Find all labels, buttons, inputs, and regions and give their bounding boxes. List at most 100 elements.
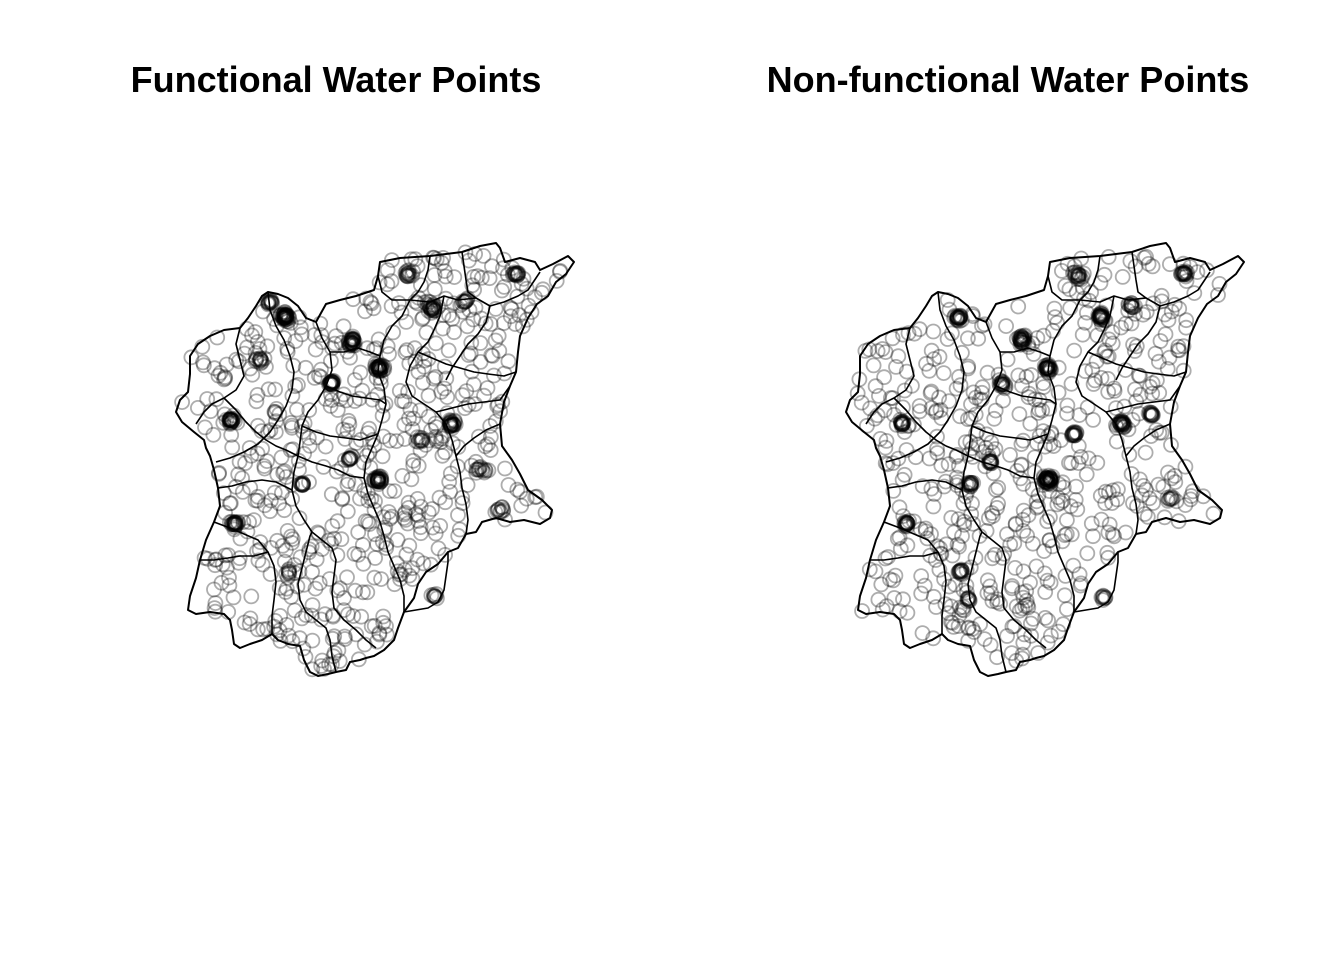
water-point-marker (424, 501, 440, 517)
water-point-marker (495, 260, 511, 277)
water-point-marker (1050, 359, 1067, 376)
water-point-marker (876, 369, 893, 386)
water-point-marker (291, 309, 308, 326)
water-point-marker (943, 325, 960, 342)
water-point-marker (1112, 415, 1128, 432)
water-point-marker (1139, 508, 1156, 525)
water-point-marker (332, 391, 349, 408)
water-point-marker (389, 532, 406, 548)
water-point-marker (479, 380, 496, 396)
water-point-marker (489, 398, 506, 415)
water-point-marker (207, 595, 224, 611)
water-point-marker (528, 488, 545, 505)
water-point-marker (434, 320, 451, 337)
water-point-marker (368, 340, 385, 357)
water-point-marker (874, 601, 891, 618)
water-point-marker (1127, 298, 1143, 315)
water-point-marker (248, 351, 265, 368)
water-point-marker (1092, 309, 1109, 326)
water-point-marker (484, 347, 501, 364)
water-point-marker (1091, 308, 1108, 325)
water-point-marker (1025, 346, 1042, 362)
water-point-marker (366, 437, 383, 454)
water-point-marker (344, 331, 361, 348)
water-point-marker (444, 435, 461, 452)
water-point-marker (1178, 266, 1195, 283)
water-point-marker (436, 263, 453, 280)
water-point-marker (1090, 307, 1107, 324)
water-point-marker (511, 307, 528, 323)
water-point-marker (1011, 330, 1028, 347)
water-point-marker (1114, 416, 1131, 433)
water-point-marker (322, 376, 339, 393)
water-point-marker (994, 373, 1011, 390)
water-point-marker (454, 293, 471, 310)
water-point-marker (311, 575, 328, 591)
water-point-marker (1114, 416, 1131, 433)
water-point-marker (443, 416, 460, 433)
water-point-marker (369, 472, 386, 489)
water-point-marker (249, 543, 265, 560)
water-point-marker (290, 452, 307, 469)
water-point-marker (955, 602, 972, 619)
water-point-marker (273, 484, 290, 501)
water-point-marker (454, 489, 471, 506)
water-point-marker (257, 358, 274, 375)
water-point-marker (352, 431, 369, 448)
water-point-marker (344, 332, 361, 349)
water-point-marker (303, 538, 320, 555)
water-point-marker (1041, 359, 1058, 376)
water-point-marker (372, 362, 389, 379)
water-point-marker (1063, 455, 1080, 472)
water-point-marker (964, 308, 981, 325)
water-point-marker (895, 415, 911, 432)
water-point-marker (1069, 501, 1086, 518)
water-point-marker (994, 376, 1011, 393)
water-point-marker (368, 633, 385, 650)
water-point-marker (1007, 560, 1024, 576)
water-point-marker (477, 462, 494, 479)
water-point-marker (467, 299, 484, 316)
water-point-marker (212, 364, 229, 381)
water-point-marker (1030, 487, 1047, 504)
water-point-marker (1064, 427, 1080, 444)
district-boundary (301, 425, 379, 441)
water-point-marker (217, 504, 234, 521)
water-point-marker (434, 447, 451, 464)
water-point-marker (1083, 284, 1100, 301)
water-point-marker (1087, 372, 1103, 389)
water-point-marker (900, 418, 917, 435)
water-point-marker (371, 360, 388, 377)
water-point-marker (1095, 587, 1112, 604)
water-point-marker (354, 537, 371, 553)
water-point-marker (410, 507, 426, 524)
water-point-marker (1113, 319, 1130, 336)
water-point-marker (978, 523, 995, 539)
water-point-marker (227, 478, 244, 495)
water-point-marker (1093, 316, 1110, 333)
water-point-marker (317, 390, 334, 407)
water-point-marker (205, 426, 222, 443)
water-point-marker (310, 525, 327, 542)
water-point-marker (1015, 332, 1032, 349)
water-point-marker (269, 532, 286, 549)
water-point-marker (949, 309, 966, 326)
water-point-marker (1070, 455, 1087, 472)
water-point-marker (960, 475, 977, 492)
water-point-marker (1195, 488, 1212, 505)
water-point-marker (493, 503, 510, 520)
water-point-marker (367, 493, 383, 510)
water-point-marker (537, 504, 554, 521)
water-point-marker (440, 342, 457, 359)
water-point-marker (947, 576, 964, 593)
water-point-marker (1067, 427, 1084, 443)
water-point-marker (1059, 255, 1076, 272)
water-point-marker (289, 376, 306, 393)
water-point-marker (306, 369, 323, 386)
water-point-marker (510, 266, 526, 283)
water-point-marker (381, 510, 398, 527)
water-point-marker (400, 494, 417, 511)
water-point-marker (949, 536, 966, 553)
water-point-marker (886, 590, 903, 606)
water-point-marker (259, 620, 276, 637)
